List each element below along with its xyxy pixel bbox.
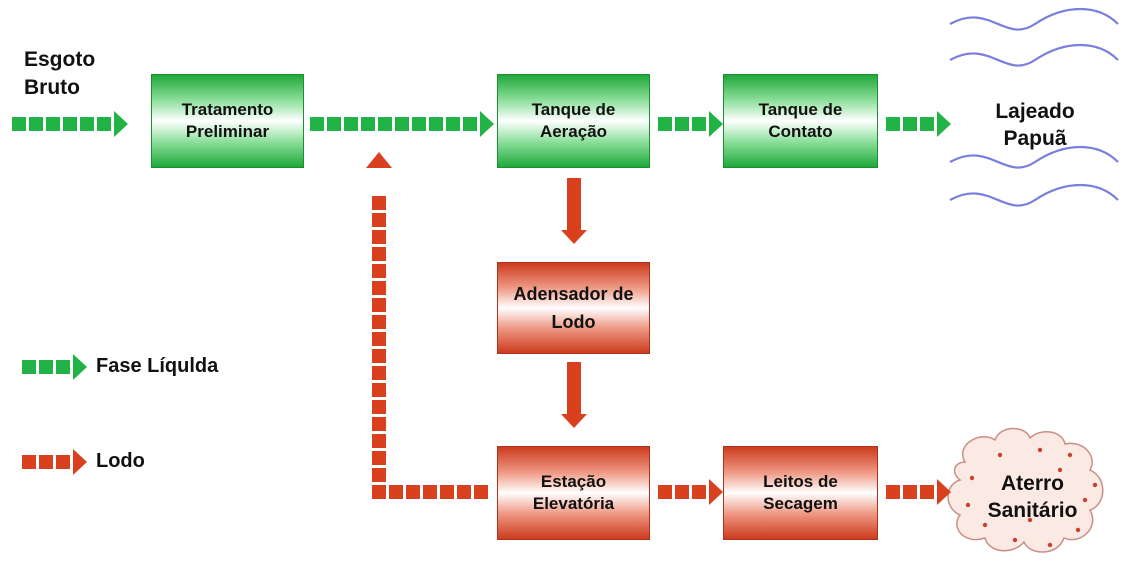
inflow-label: Esgoto Bruto	[24, 48, 96, 99]
landfill-dot	[1092, 482, 1098, 488]
node-label: Adensador de Lodo	[513, 284, 634, 332]
legend-liquid-label: Fase Líqulda	[96, 355, 219, 377]
landfill-cloud-shape	[947, 427, 1104, 553]
node-label: Tanque de Contato	[758, 100, 843, 141]
river-wave-2	[949, 43, 1119, 67]
legend-liquid-swatch	[22, 354, 87, 380]
landfill-dot	[1057, 467, 1063, 473]
node-tratamento-preliminar: Tratamento Preliminar	[151, 74, 304, 168]
landfill-dot	[969, 475, 975, 481]
landfill-dot	[1082, 497, 1088, 503]
landfill-dot	[982, 522, 988, 528]
landfill-dot	[1075, 527, 1081, 533]
node-label: Estação Elevatória	[532, 472, 615, 513]
arrow-to-elevatoria	[561, 362, 587, 428]
arrow-sludge-return	[366, 152, 488, 499]
node-leitos-secagem: Leitos de Secagem	[723, 446, 878, 540]
arrow-to-aeracao	[310, 111, 494, 137]
arrow-inflow	[12, 111, 128, 137]
landfill-dot	[1027, 517, 1033, 523]
legend-sludge-swatch	[22, 449, 87, 475]
node-estacao-elevatoria: Estação Elevatória	[497, 446, 650, 540]
node-label: Tanque de Aeração	[531, 100, 616, 141]
river-waves	[949, 7, 1119, 207]
river-wave-3	[949, 145, 1119, 169]
landfill-label: Aterro Sanitário	[987, 472, 1078, 522]
river-wave-1	[949, 7, 1119, 31]
landfill-dot	[997, 452, 1003, 458]
arrow-to-adensador	[561, 178, 587, 244]
legend-sludge-label: Lodo	[96, 450, 145, 472]
arrow-to-leitos	[658, 479, 723, 505]
node-label: Tratamento Preliminar	[181, 100, 274, 141]
arrow-to-contato	[658, 111, 723, 137]
river-label: Lajeado Papuã	[995, 100, 1075, 150]
landfill-cloud	[947, 427, 1104, 553]
river-wave-4	[949, 183, 1119, 207]
arrow-to-river	[886, 111, 951, 137]
landfill-dot	[1047, 542, 1053, 548]
node-tanque-contato: Tanque de Contato	[723, 74, 878, 168]
node-tanque-aeracao: Tanque de Aeração	[497, 74, 650, 168]
node-adensador-lodo: Adensador de Lodo	[497, 262, 650, 354]
landfill-dot	[1067, 452, 1073, 458]
landfill-dot	[1012, 537, 1018, 543]
node-label: Leitos de Secagem	[763, 472, 838, 513]
arrow-to-landfill	[886, 479, 951, 505]
landfill-dot	[1037, 447, 1043, 453]
landfill-dot	[965, 502, 971, 508]
